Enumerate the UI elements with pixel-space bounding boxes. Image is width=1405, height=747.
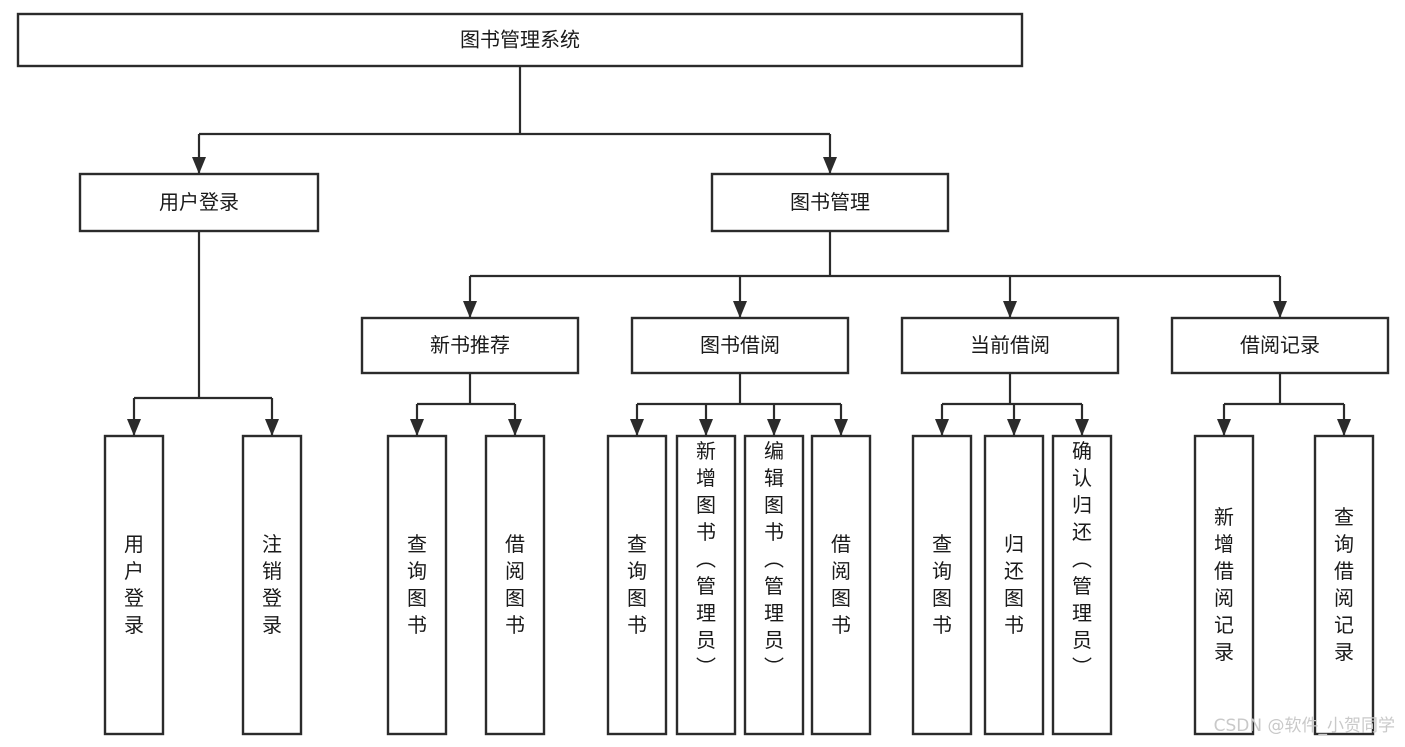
arrow-head-icon [1217,419,1231,436]
connector-group [463,231,1287,318]
node-label: 新增借阅记录 [1214,505,1234,664]
connector-group [1217,373,1351,436]
node-book-manage[interactable]: 图书管理 [710,172,950,233]
node-label: 当前借阅 [970,333,1050,357]
node-label: 借阅图书 [505,532,525,637]
arrow-head-icon [410,419,424,436]
arrow-head-icon [1273,301,1287,318]
node-leaf-confirm-return[interactable]: 确认归还︵管理员︶ [1051,434,1113,736]
node-leaf-logout[interactable]: 注销登录 [241,434,303,736]
node-box[interactable] [630,316,850,375]
arrow-head-icon [265,419,279,436]
node-borrow-record[interactable]: 借阅记录 [1170,316,1390,375]
node-box[interactable] [710,172,950,233]
node-label: 新增图书︵管理员︶ [696,439,716,679]
node-box[interactable] [1193,434,1255,736]
node-box[interactable] [743,434,805,736]
arrow-head-icon [834,419,848,436]
node-box[interactable] [1170,316,1390,375]
node-label: 用户登录 [159,190,239,214]
node-leaf-user-login[interactable]: 用户登录 [103,434,165,736]
node-new-book-rec[interactable]: 新书推荐 [360,316,580,375]
node-box[interactable] [103,434,165,736]
node-box[interactable] [675,434,737,736]
connector-group [410,373,522,436]
connector-group [935,373,1089,436]
node-label: 新书推荐 [430,333,510,357]
node-box[interactable] [911,434,973,736]
node-box[interactable] [606,434,668,736]
node-box[interactable] [810,434,872,736]
arrow-head-icon [127,419,141,436]
arrow-head-icon [1003,301,1017,318]
node-layer: 图书管理系统用户登录图书管理新书推荐图书借阅当前借阅借阅记录用户登录注销登录查询… [16,12,1390,736]
node-leaf-borrow-book-1[interactable]: 借阅图书 [484,434,546,736]
node-label: 注销登录 [262,532,282,637]
node-leaf-query-book-1[interactable]: 查询图书 [386,434,448,736]
node-label: 查询图书 [407,532,427,637]
node-box[interactable] [78,172,320,233]
node-label: 查询图书 [932,532,952,637]
node-root[interactable]: 图书管理系统 [16,12,1024,68]
node-label: 查询借阅记录 [1334,505,1354,664]
node-leaf-return-book[interactable]: 归还图书 [983,434,1045,736]
node-label: 编辑图书︵管理员︶ [764,439,784,679]
node-current-borrow[interactable]: 当前借阅 [900,316,1120,375]
node-label: 确认归还︵管理员︶ [1072,439,1092,679]
connector-group [630,373,848,436]
node-box[interactable] [900,316,1120,375]
node-label: 查询图书 [627,532,647,637]
node-box[interactable] [983,434,1045,736]
node-leaf-borrow-book-2[interactable]: 借阅图书 [810,434,872,736]
node-label: 图书管理 [790,190,870,214]
node-label: 借阅记录 [1240,333,1320,357]
connector-layer [127,66,1351,436]
arrow-head-icon [823,157,837,174]
arrow-head-icon [630,419,644,436]
node-leaf-query-book-2[interactable]: 查询图书 [606,434,668,736]
arrow-head-icon [733,301,747,318]
node-label: 借阅图书 [831,532,851,637]
connector-group [192,66,837,174]
arrow-head-icon [1075,419,1089,436]
node-box[interactable] [484,434,546,736]
arrow-head-icon [1007,419,1021,436]
node-leaf-add-book[interactable]: 新增图书︵管理员︶ [675,434,737,736]
node-label: 图书借阅 [700,333,780,357]
node-box[interactable] [1051,434,1113,736]
node-box[interactable] [241,434,303,736]
node-box[interactable] [360,316,580,375]
node-label: 图书管理系统 [460,28,580,52]
arrow-head-icon [1337,419,1351,436]
node-book-borrow[interactable]: 图书借阅 [630,316,850,375]
node-user-login[interactable]: 用户登录 [78,172,320,233]
node-leaf-edit-book[interactable]: 编辑图书︵管理员︶ [743,434,805,736]
csdn-watermark: CSDN @软件_小贺同学 [1214,716,1395,736]
connector-group [127,231,279,436]
node-leaf-query-book-3[interactable]: 查询图书 [911,434,973,736]
arrow-head-icon [463,301,477,318]
arrow-head-icon [699,419,713,436]
arrow-head-icon [767,419,781,436]
node-box[interactable] [1313,434,1375,736]
node-label: 用户登录 [124,532,144,637]
node-leaf-add-record[interactable]: 新增借阅记录 [1193,434,1255,736]
node-box[interactable] [386,434,448,736]
arrow-head-icon [935,419,949,436]
node-label: 归还图书 [1004,532,1024,637]
arrow-head-icon [508,419,522,436]
node-leaf-query-record[interactable]: 查询借阅记录 [1313,434,1375,736]
node-box[interactable] [16,12,1024,68]
arrow-head-icon [192,157,206,174]
